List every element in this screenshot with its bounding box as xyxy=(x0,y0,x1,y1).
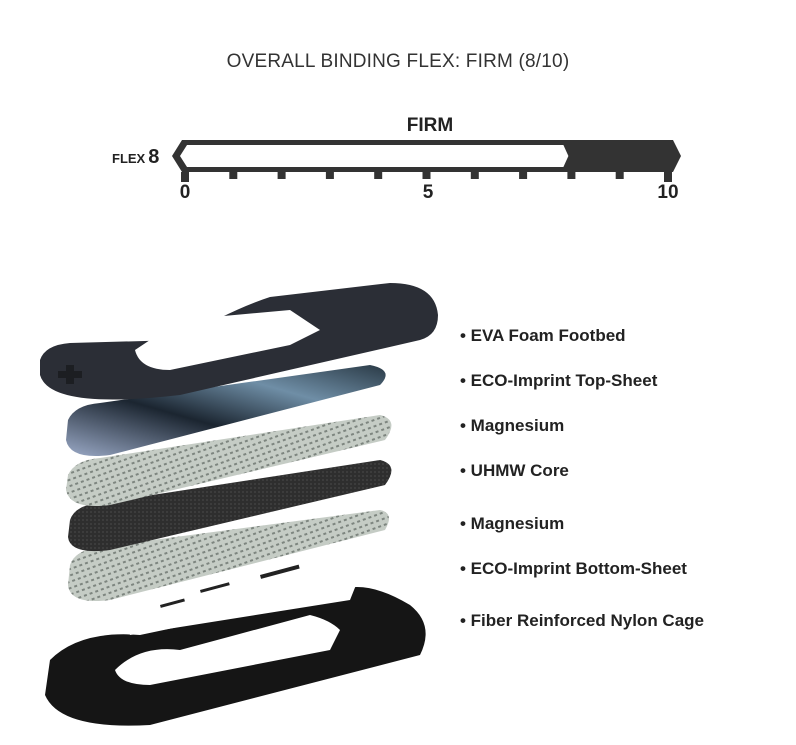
flex-bar xyxy=(172,140,681,182)
flex-tick-5 xyxy=(422,172,431,179)
layer-label-magnesium-2: • Magnesium xyxy=(460,514,565,533)
flex-tick-0 xyxy=(181,172,189,182)
top-sheet-layer xyxy=(66,365,386,456)
layer-label-eva-foam-footbed: • EVA Foam Footbed xyxy=(460,326,626,345)
flex-tick-1 xyxy=(229,172,238,179)
flex-tick-4 xyxy=(374,172,383,179)
flex-value: 8 xyxy=(148,146,160,168)
flex-tick-3 xyxy=(325,172,334,179)
nylon-cage-layer xyxy=(45,587,426,726)
flex-tick-9 xyxy=(615,172,624,179)
exploded-layers-illustration xyxy=(40,283,438,726)
layer-label-eco-imprint-bottom-sheet: • ECO-Imprint Bottom-Sheet xyxy=(460,559,687,578)
flex-prefix: FLEX xyxy=(112,151,146,166)
magnesium-bottom-layer xyxy=(68,510,389,601)
flex-tick-8 xyxy=(567,172,576,179)
flex-tick-6 xyxy=(470,172,479,179)
flex-bar-empty-portion xyxy=(180,145,569,167)
uhmw-core-layer xyxy=(68,460,392,552)
page-title: OVERALL BINDING FLEX: FIRM (8/10) xyxy=(226,51,570,72)
tick-label-5: 5 xyxy=(422,182,434,203)
magnesium-top-layer xyxy=(66,415,392,506)
layer-label-fiber-reinforced-nylon-cage: • Fiber Reinforced Nylon Cage xyxy=(460,611,704,630)
layer-label-eco-imprint-top-sheet: • ECO-Imprint Top-Sheet xyxy=(460,371,658,390)
tick-label-10: 10 xyxy=(657,182,679,203)
layer-label-magnesium: • Magnesium xyxy=(460,416,565,435)
flex-tick-7 xyxy=(519,172,528,179)
flex-tick-2 xyxy=(277,172,286,179)
flex-tick-10 xyxy=(664,172,672,182)
layer-label-uhmw-core: • UHMW Core xyxy=(460,461,569,480)
eva-footbed-layer xyxy=(40,283,438,400)
bottom-sheet-layer xyxy=(115,564,360,635)
flex-rating-word: FIRM xyxy=(406,115,454,136)
tick-label-0: 0 xyxy=(179,182,191,203)
